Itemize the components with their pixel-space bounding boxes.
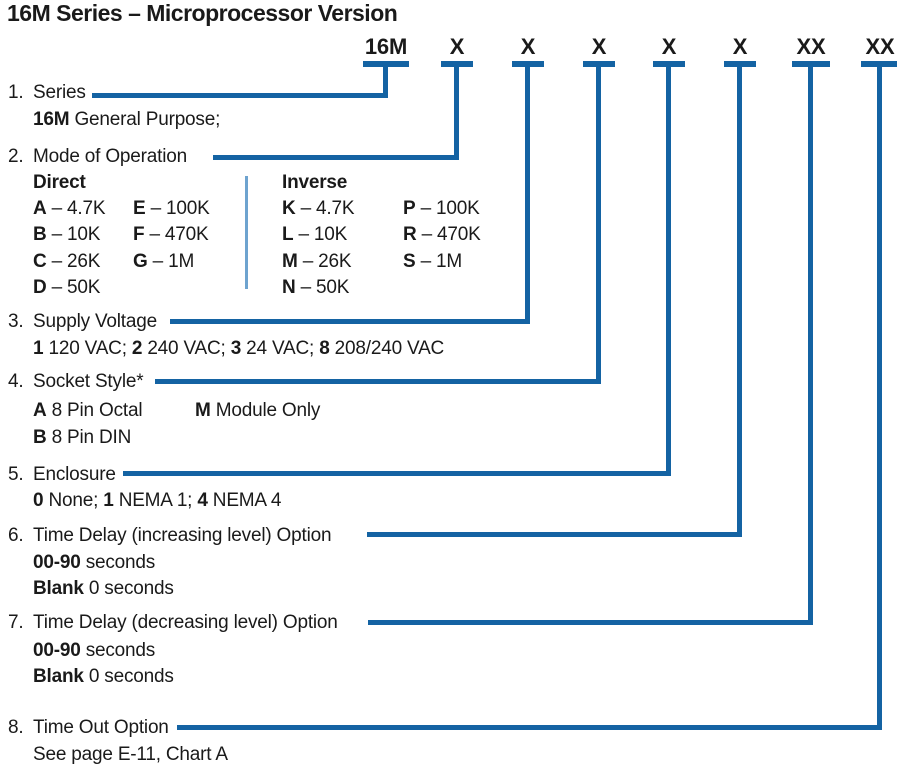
mode-option: L – 10K bbox=[282, 224, 348, 246]
item-timeout: 8. Time Out Option bbox=[8, 717, 169, 739]
mode-direct-header: Direct bbox=[33, 172, 86, 193]
leader-line-8 bbox=[177, 725, 882, 730]
mode-option: M – 26K bbox=[282, 250, 352, 272]
mode-option: A – 4.7K bbox=[33, 198, 106, 219]
mode-option: C – 26K bbox=[33, 250, 101, 272]
code-segment-delay-inc: X bbox=[732, 34, 748, 59]
socket-option-a: A 8 Pin Octal bbox=[33, 400, 143, 421]
item-series: 1. Series bbox=[8, 82, 86, 104]
item-delay-decreasing-label: Time Delay (decreasing level) Option bbox=[33, 612, 338, 633]
enclosure-detail: 0 None; 1 NEMA 1; 4 NEMA 4 bbox=[33, 490, 282, 511]
mode-option: E – 100K bbox=[133, 198, 210, 219]
mode-option: P – 100K bbox=[403, 198, 480, 219]
delay-decreasing-blank: Blank 0 seconds bbox=[33, 666, 174, 687]
connector-stem-3 bbox=[525, 61, 530, 324]
connector-stem-4 bbox=[596, 61, 601, 384]
leader-line-5 bbox=[123, 471, 671, 476]
socket-option-b: B 8 Pin DIN bbox=[33, 427, 132, 448]
code-segment-voltage: X bbox=[520, 34, 536, 59]
mode-option: B – 10K bbox=[33, 224, 101, 246]
item-delay-increasing: 6. Time Delay (increasing level) Option bbox=[8, 525, 332, 547]
mode-divider-line bbox=[245, 176, 248, 289]
voltage-detail: 1 120 VAC; 2 240 VAC; 3 24 VAC; 8 208/24… bbox=[33, 338, 445, 359]
leader-line-3 bbox=[170, 319, 530, 324]
code-segment-mode: X bbox=[449, 34, 465, 59]
item-socket: 4. Socket Style* bbox=[8, 371, 144, 393]
code-segment-timeout: XX bbox=[865, 34, 895, 59]
connector-stem-1 bbox=[383, 61, 388, 98]
item-delay-increasing-number: 6. bbox=[8, 525, 24, 546]
mode-option: R – 470K bbox=[403, 224, 481, 246]
leader-line-4 bbox=[155, 379, 601, 384]
timeout-detail: See page E-11, Chart A bbox=[33, 744, 228, 765]
leader-line-2 bbox=[213, 155, 459, 160]
delay-decreasing-range: 00-90 seconds bbox=[33, 640, 156, 661]
item-enclosure-number: 5. bbox=[8, 464, 24, 485]
leader-line-1 bbox=[92, 93, 388, 98]
item-delay-increasing-label: Time Delay (increasing level) Option bbox=[33, 525, 332, 546]
connector-stem-6 bbox=[737, 61, 742, 537]
item-voltage-label: Supply Voltage bbox=[33, 311, 157, 332]
item-enclosure-label: Enclosure bbox=[33, 464, 116, 485]
mode-inverse-col2: P – 100K R – 470K S – 1M bbox=[403, 196, 481, 275]
mode-option: K – 4.7K bbox=[282, 198, 355, 219]
code-segment-series: 16M bbox=[364, 34, 408, 59]
mode-direct-col1: A – 4.7K B – 10K C – 26K D – 50K bbox=[33, 196, 106, 302]
mode-option: G – 1M bbox=[133, 250, 195, 272]
code-segment-delay-dec: XX bbox=[796, 34, 826, 59]
item-series-label: Series bbox=[33, 82, 86, 103]
connector-stem-7 bbox=[808, 61, 813, 625]
delay-increasing-blank: Blank 0 seconds bbox=[33, 578, 174, 599]
mode-direct-col2: E – 100K F – 470K G – 1M bbox=[133, 196, 210, 275]
series-detail: 16M General Purpose; bbox=[33, 109, 221, 130]
item-voltage-number: 3. bbox=[8, 311, 24, 332]
item-mode-label: Mode of Operation bbox=[33, 146, 187, 167]
item-timeout-number: 8. bbox=[8, 717, 24, 738]
delay-increasing-range: 00-90 seconds bbox=[33, 552, 156, 573]
mode-option: S – 1M bbox=[403, 250, 463, 272]
item-series-number: 1. bbox=[8, 82, 24, 103]
mode-option: F – 470K bbox=[133, 224, 209, 246]
item-voltage: 3. Supply Voltage bbox=[8, 311, 157, 333]
item-delay-decreasing-number: 7. bbox=[8, 612, 24, 633]
socket-option-m: M Module Only bbox=[195, 400, 321, 421]
item-delay-decreasing: 7. Time Delay (decreasing level) Option bbox=[8, 612, 338, 634]
item-mode: 2. Mode of Operation bbox=[8, 146, 187, 168]
connector-stem-2 bbox=[454, 61, 459, 160]
connector-stem-8 bbox=[877, 61, 882, 730]
mode-inverse-col1: K – 4.7K L – 10K M – 26K N – 50K bbox=[282, 196, 355, 302]
code-segment-socket: X bbox=[591, 34, 607, 59]
item-mode-number: 2. bbox=[8, 146, 24, 167]
leader-line-7 bbox=[368, 620, 813, 625]
item-socket-label: Socket Style* bbox=[33, 371, 144, 392]
mode-option: D – 50K bbox=[33, 277, 101, 299]
mode-option: N – 50K bbox=[282, 277, 350, 299]
code-segment-enclosure: X bbox=[661, 34, 677, 59]
connector-stem-5 bbox=[666, 61, 671, 476]
item-socket-number: 4. bbox=[8, 371, 24, 392]
item-enclosure: 5. Enclosure bbox=[8, 464, 116, 486]
mode-inverse-header: Inverse bbox=[282, 172, 348, 193]
leader-line-6 bbox=[367, 532, 742, 537]
page-title: 16M Series – Microprocessor Version bbox=[7, 0, 398, 26]
item-timeout-label: Time Out Option bbox=[33, 717, 169, 738]
